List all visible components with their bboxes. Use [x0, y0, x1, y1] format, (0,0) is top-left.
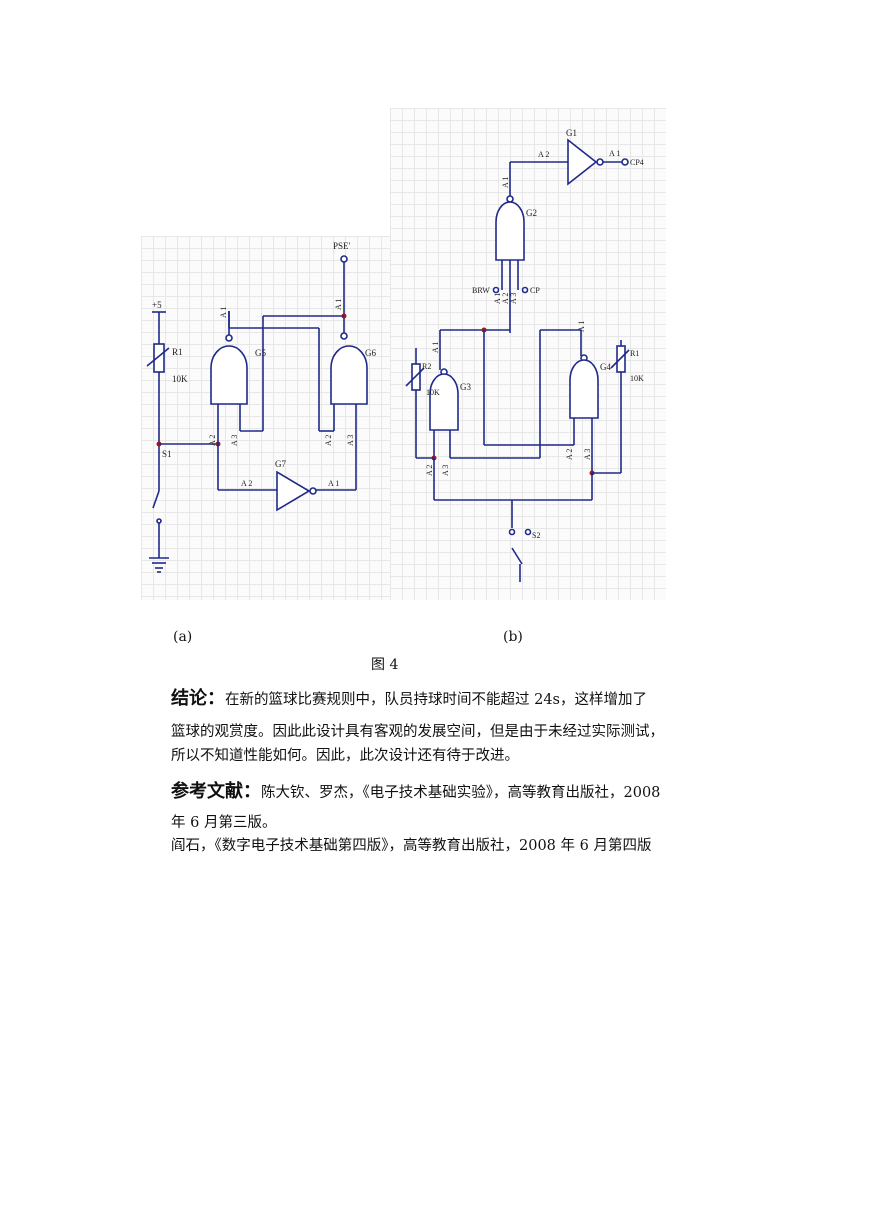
- pin-label: A 3: [230, 435, 239, 446]
- pse-label: PSE': [333, 241, 351, 251]
- switch-contact: [156, 518, 162, 524]
- r2-label: R2: [422, 362, 431, 371]
- inverter-g1: [567, 138, 598, 186]
- r1-label: R1: [630, 349, 639, 358]
- g2-label: G2: [526, 208, 537, 218]
- circuit-diagram-a: PSE' +5 R1 10K S1 G5 A 1 A 2 A 3: [141, 236, 390, 600]
- r1-value-label: 10K: [630, 374, 644, 383]
- pin-label: A 3: [346, 435, 355, 446]
- pin-label: A 2: [501, 293, 510, 304]
- conclusion-line2: 篮球的观赏度。因此此设计具有客观的发展空间，但是由于未经过实际测试，: [171, 724, 664, 740]
- nand-gate-g3: [429, 373, 459, 431]
- nand-gate-g6: [330, 345, 368, 405]
- conclusion-heading: 结论：: [171, 688, 225, 709]
- inverter-g7: [276, 470, 311, 512]
- g6-label: G6: [365, 348, 376, 358]
- references-heading: 参考文献：: [171, 781, 261, 802]
- gate-bubble: [506, 195, 514, 203]
- cp-label: CP: [530, 286, 540, 295]
- caption-b: (b): [503, 629, 523, 645]
- references-line1: 参考文献：陈大钦、罗杰，《电子技术基础实验》，高等教育出版社，2008: [171, 777, 746, 803]
- pin-label: A 2: [565, 449, 574, 460]
- switch-s2: [511, 547, 523, 565]
- pin-label: A 2: [208, 435, 217, 446]
- g3-label: G3: [460, 382, 471, 392]
- pin-label: A 1: [609, 149, 620, 158]
- r2-value-label: 10K: [426, 388, 440, 397]
- cp4-label: CP4: [630, 158, 644, 167]
- switch-s1: [152, 490, 160, 509]
- s1-label: S1: [162, 449, 172, 459]
- cp4-terminal: [621, 158, 629, 166]
- caption-a: (a): [173, 629, 193, 645]
- brw-terminal: [492, 286, 500, 294]
- brw-label: BRW: [472, 286, 490, 295]
- resistor-r1: [153, 343, 165, 373]
- g4-label: G4: [600, 362, 611, 372]
- g7-label: G7: [275, 459, 286, 469]
- g1-label: G1: [566, 128, 577, 138]
- conclusion-line3: 所以不知道性能如何。因此，此次设计还有待于改进。: [171, 748, 519, 764]
- s2-label: S2: [532, 531, 540, 540]
- pin-label: A 1: [493, 293, 502, 304]
- gate-bubble: [309, 487, 317, 495]
- wire: [146, 347, 170, 367]
- plus5-label: +5: [152, 300, 162, 310]
- nand-gate-g4: [569, 359, 599, 419]
- figure-caption: 图 4: [371, 657, 399, 673]
- gate-bubble: [225, 334, 233, 342]
- pin-label: A 3: [441, 465, 450, 476]
- pin-label: A 1: [219, 307, 228, 318]
- gate-bubble: [596, 158, 604, 166]
- switch-contact: [524, 528, 532, 536]
- conclusion-text-1: 在新的篮球比赛规则中，队员持球时间不能超过 24s，这样增加了: [225, 692, 647, 708]
- pin-label: A 2: [324, 435, 333, 446]
- pin-label: A 2: [241, 479, 252, 488]
- nand-gate-g5: [210, 345, 248, 405]
- r1-value-label: 10K: [172, 374, 188, 384]
- pin-label: A 2: [425, 465, 434, 476]
- circuit-diagram-b: G1 CP4 A 1 A 2 A 1 G2 BRW CP A 1 A 2 A 3: [390, 108, 666, 600]
- circuit-b-schematic: G1 CP4 A 1 A 2 A 1 G2 BRW CP A 1 A 2 A 3: [405, 128, 644, 582]
- pin-label: A 2: [538, 150, 549, 159]
- pin-label: A 1: [431, 342, 440, 353]
- cp-terminal: [521, 286, 529, 294]
- switch-contact: [508, 528, 516, 536]
- circuit-a-schematic: PSE' +5 R1 10K S1 G5 A 1 A 2 A 3: [146, 241, 376, 573]
- reference-1-part1: 陈大钦、罗杰，《电子技术基础实验》，高等教育出版社，2008: [261, 785, 661, 801]
- gate-bubble: [340, 332, 348, 340]
- pin-label: A 1: [328, 479, 339, 488]
- r1-label: R1: [172, 347, 183, 357]
- nand-gate-g2: [495, 201, 525, 261]
- pin-label: A 3: [509, 293, 518, 304]
- reference-2: 阎石，《数字电子技术基础第四版》，高等教育出版社，2008 年 6 月第四版: [171, 838, 652, 854]
- pin-label: A 1: [334, 299, 343, 310]
- pse-terminal: [340, 255, 348, 263]
- g5-label: G5: [255, 348, 266, 358]
- pin-label: A 1: [577, 321, 586, 332]
- pin-label: A 3: [583, 449, 592, 460]
- reference-1-part2: 年 6 月第三版。: [171, 815, 277, 831]
- pin-label: A 1: [501, 177, 510, 188]
- conclusion-line1: 结论：在新的篮球比赛规则中，队员持球时间不能超过 24s，这样增加了: [171, 684, 746, 710]
